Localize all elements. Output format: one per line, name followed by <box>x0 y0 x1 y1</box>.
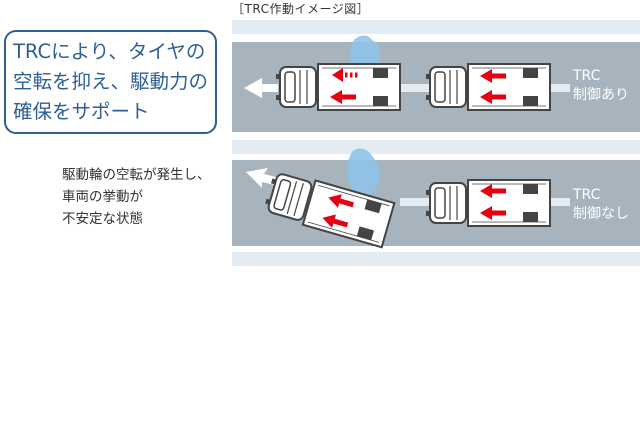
truck-trc-on-rear <box>425 63 551 111</box>
white-motion-arrow-icon <box>244 78 278 98</box>
road-label-line: 制御なし <box>573 206 629 222</box>
unstable-state-note: 駆動輪の空転が発生し、 車両の挙動が 不安定な状態 <box>62 164 211 230</box>
figure-caption: ［TRC作動イメージ図］ <box>232 2 370 16</box>
road-label-line: TRC <box>573 68 601 84</box>
callout-line: 空転を抑え、駆動力の <box>13 70 209 93</box>
callout-line: TRCにより、タイヤの <box>13 40 206 63</box>
road-label-trc-on: TRC 制御あり <box>573 67 629 105</box>
note-line: 不安定な状態 <box>62 211 143 227</box>
water-splash-icon <box>347 148 380 197</box>
truck-trc-on-front <box>275 63 401 111</box>
note-line: 車両の挙動が <box>62 189 143 205</box>
trc-benefit-callout: TRCにより、タイヤの 空転を抑え、駆動力の 確保をサポート <box>4 30 217 134</box>
note-line: 駆動輪の空転が発生し、 <box>62 167 211 183</box>
road-label-trc-off: TRC 制御なし <box>573 186 629 224</box>
callout-line: 確保をサポート <box>13 100 150 123</box>
road-label-line: TRC <box>573 187 601 203</box>
road-label-line: 制御あり <box>573 87 629 103</box>
